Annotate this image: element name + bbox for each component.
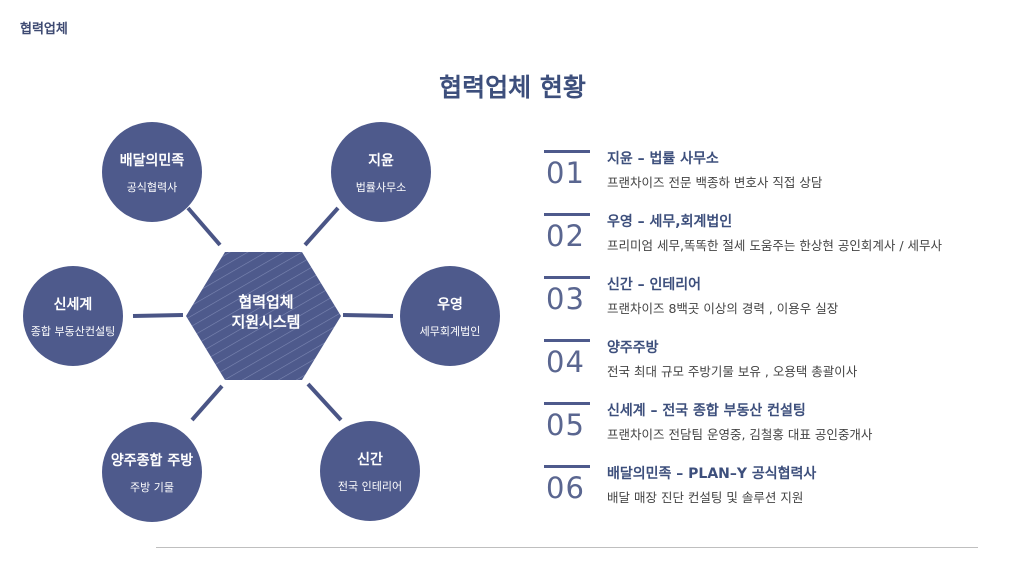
node-jiyun-title: 지윤 (368, 152, 394, 169)
item-bar (544, 213, 590, 216)
node-singan: 신간 전국 인테리어 (320, 421, 420, 521)
item-bar (544, 276, 590, 279)
item-number: 01 (546, 156, 585, 190)
footer-divider (156, 547, 978, 548)
item-number: 05 (546, 408, 585, 442)
node-uyeong-sub: 세무회계법인 (419, 324, 481, 338)
connector-uyeong (342, 313, 394, 318)
partner-diagram: 협력업체 지원시스템 배달의민족 공식협력사 지윤 법률사무소 신세계 종합 부… (23, 122, 500, 522)
item-bar (544, 150, 590, 153)
hub-label-line2: 지원시스템 (231, 313, 301, 331)
item-bar (544, 465, 590, 468)
item-description: 프랜차이즈 전담팀 운영중, 김철홍 대표 공인중개사 (607, 427, 873, 442)
list-item: 06 배달의민족 – PLAN–Y 공식협력사 배달 매장 진단 컨설팅 및 솔… (540, 463, 1010, 526)
item-description: 전국 최대 규모 주방기물 보유 , 오용택 총괄이사 (607, 364, 858, 379)
connector-jiyun (303, 206, 340, 247)
page-label: 협력업체 (20, 22, 68, 37)
node-shinsegye-sub: 종합 부동산컨설팅 (30, 324, 116, 338)
diagram-graphics (132, 206, 394, 422)
item-description: 프랜차이즈 8백곳 이상의 경력 , 이용우 실장 (607, 301, 839, 316)
list-item: 02 우영 – 세무,회계법인 프리미엄 세무,똑똑한 절세 도움주는 한상현 … (540, 211, 1010, 274)
connector-singan (306, 382, 343, 422)
item-number: 03 (546, 282, 585, 316)
item-description: 배달 매장 진단 컨설팅 및 솔루션 지원 (607, 490, 804, 505)
partner-list: 01 지윤 – 법률 사무소 프랜차이즈 전문 백종하 변호사 직접 상담 02… (540, 148, 1010, 526)
list-item: 03 신간 – 인테리어 프랜차이즈 8백곳 이상의 경력 , 이용우 실장 (540, 274, 1010, 337)
item-number: 04 (546, 345, 585, 379)
item-bar (544, 339, 590, 342)
node-baemin-title: 배달의민족 (119, 152, 185, 169)
item-bar (544, 402, 590, 405)
node-jiyun-sub: 법률사무소 (355, 180, 407, 194)
list-item: 05 신세계 – 전국 종합 부동산 컨설팅 프랜차이즈 전담팀 운영중, 김철… (540, 400, 1010, 463)
node-yangju-title: 양주종합 주방 (110, 452, 194, 469)
hub-label-line1: 협력업체 (238, 293, 294, 311)
node-jiyun: 지윤 법률사무소 (331, 122, 431, 222)
item-number: 02 (546, 219, 585, 253)
node-baemin: 배달의민족 공식협력사 (102, 122, 202, 222)
node-shinsegye: 신세계 종합 부동산컨설팅 (23, 266, 123, 366)
node-baemin-sub: 공식협력사 (126, 180, 178, 194)
page-title: 협력업체 현황 (439, 73, 586, 102)
connector-shinsegye (132, 313, 184, 318)
item-title: 우영 – 세무,회계법인 (607, 214, 733, 230)
item-description: 프리미엄 세무,똑똑한 절세 도움주는 한상현 공인회계사 / 세무사 (607, 238, 942, 253)
connector-baemin (186, 206, 222, 247)
item-description: 프랜차이즈 전문 백종하 변호사 직접 상담 (607, 175, 823, 190)
item-title: 지윤 – 법률 사무소 (607, 151, 719, 167)
connector-yangju (190, 384, 224, 422)
node-singan-title: 신간 (357, 451, 383, 468)
node-yangju: 양주종합 주방 주방 기물 (102, 422, 202, 522)
node-uyeong: 우영 세무회계법인 (400, 266, 500, 366)
item-number: 06 (546, 471, 585, 505)
list-item: 04 양주주방 전국 최대 규모 주방기물 보유 , 오용택 총괄이사 (540, 337, 1010, 400)
item-title: 신세계 – 전국 종합 부동산 컨설팅 (607, 403, 806, 419)
node-shinsegye-title: 신세계 (53, 296, 93, 313)
node-yangju-sub: 주방 기물 (130, 480, 174, 494)
item-title: 신간 – 인테리어 (607, 277, 702, 293)
hub-hexagon (186, 252, 341, 380)
hub-label: 협력업체 지원시스템 (196, 292, 336, 332)
node-singan-sub: 전국 인테리어 (337, 479, 403, 493)
list-item: 01 지윤 – 법률 사무소 프랜차이즈 전문 백종하 변호사 직접 상담 (540, 148, 1010, 211)
node-uyeong-title: 우영 (437, 296, 463, 313)
item-title: 양주주방 (607, 340, 659, 356)
item-title: 배달의민족 – PLAN–Y 공식협력사 (607, 466, 817, 482)
